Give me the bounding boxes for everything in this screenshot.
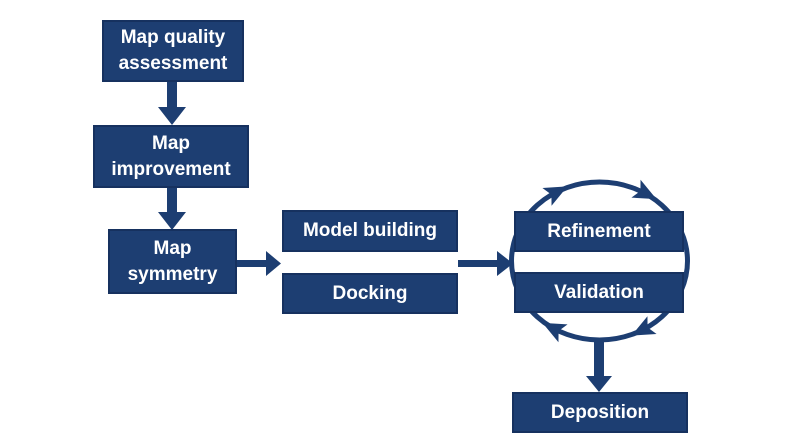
node-model-building: Model building [282, 210, 458, 252]
arrow-map-improvement-to-map-symmetry-icon [158, 188, 186, 230]
node-map-quality-assessment: Map quality assessment [102, 20, 244, 82]
cycle-arrowhead-top-left-icon [542, 186, 568, 206]
cycle-arrowhead-top-right-icon [631, 179, 657, 200]
arrow-docking-to-refinement-icon [458, 251, 513, 276]
refinement-validation-cycle-ring [509, 179, 690, 343]
cycle-arrowhead-bottom-left-icon [542, 322, 568, 343]
cycle-arrowhead-bottom-right-icon [631, 316, 657, 336]
arrow-map-quality-to-map-improvement-icon [158, 82, 186, 125]
node-refinement: Refinement [514, 211, 684, 252]
node-map-improvement: Map improvement [93, 125, 249, 188]
node-validation: Validation [514, 272, 684, 313]
node-docking: Docking [282, 273, 458, 314]
node-deposition: Deposition [512, 392, 688, 433]
arrow-validation-to-deposition-icon [586, 339, 612, 392]
node-map-symmetry: Map symmetry [108, 229, 237, 294]
arrow-map-symmetry-to-model-building-icon [237, 251, 281, 276]
